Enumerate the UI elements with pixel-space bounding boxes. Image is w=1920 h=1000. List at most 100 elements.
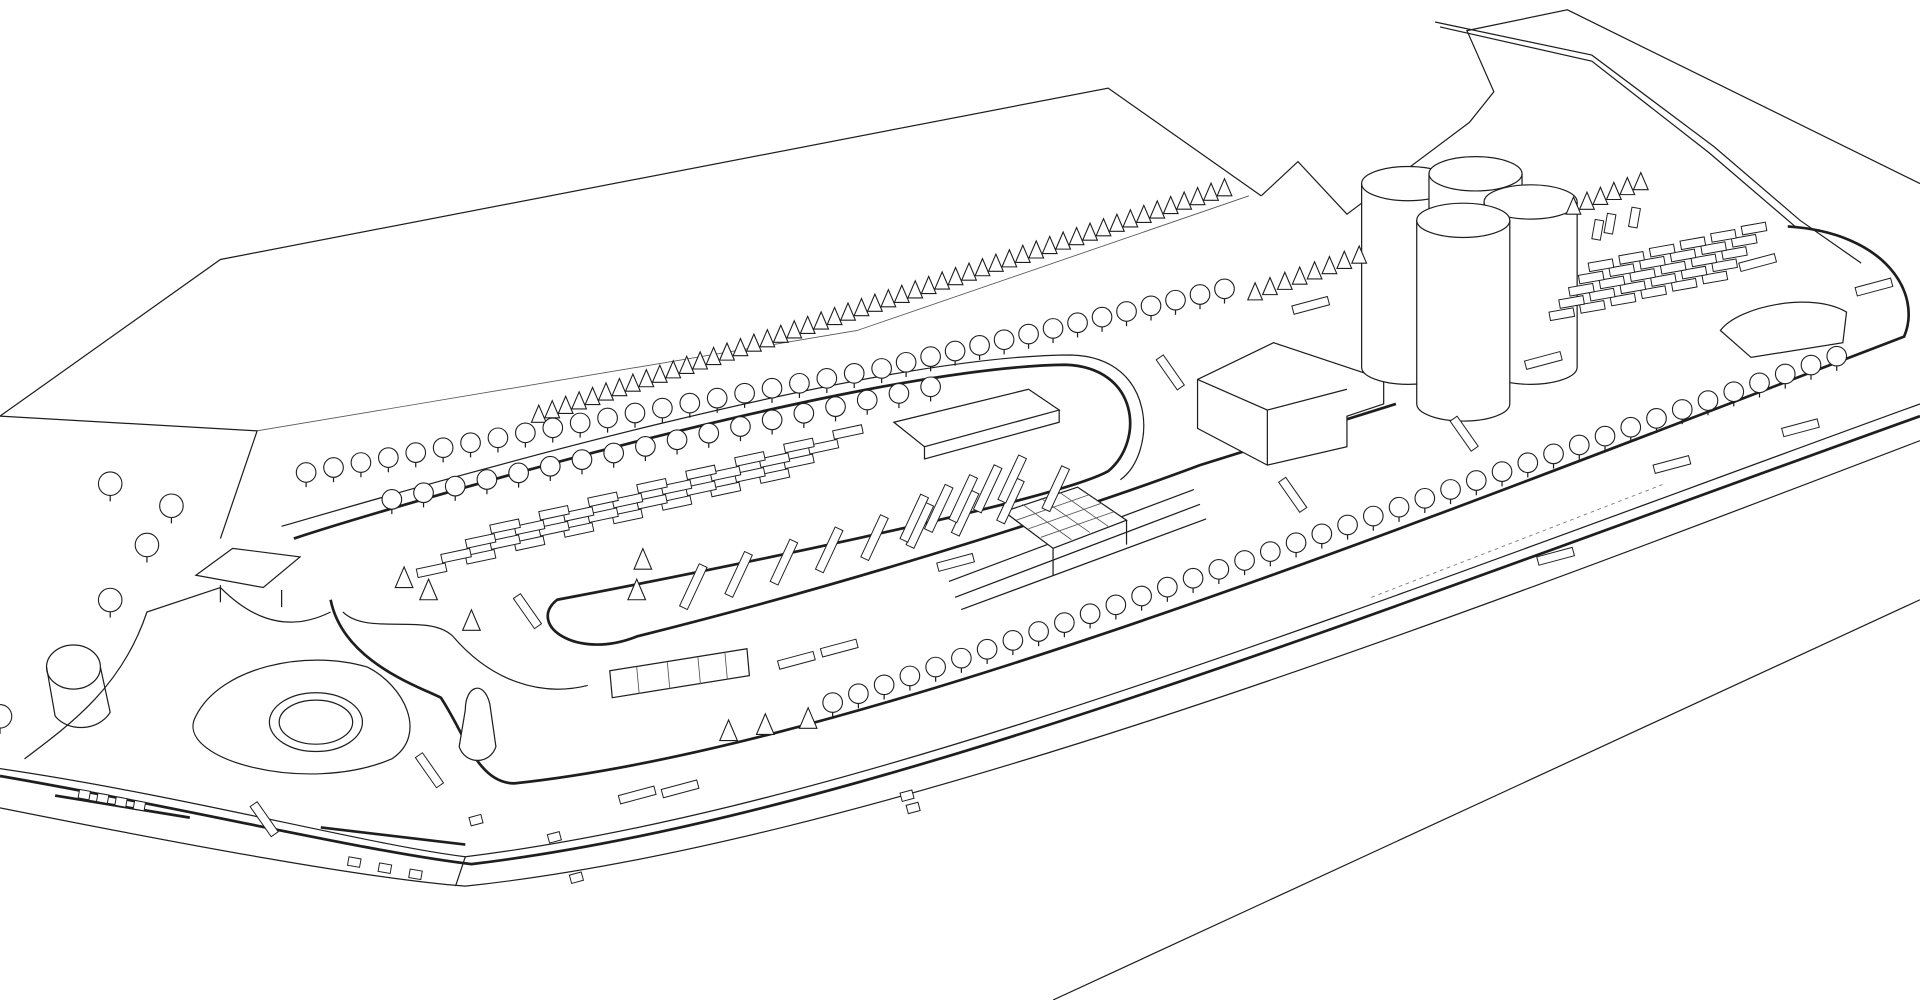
deciduous-tree — [569, 412, 591, 434]
truck — [1619, 280, 1647, 295]
deciduous-tree — [1116, 301, 1137, 322]
deciduous-tree — [1285, 532, 1307, 554]
truck — [1608, 263, 1636, 278]
truck — [1738, 253, 1778, 273]
conifer-tree — [987, 252, 1005, 272]
conifer-tree — [1261, 276, 1279, 296]
deciduous-tree — [1568, 434, 1590, 456]
conifer-tree — [880, 288, 897, 308]
truck — [1618, 250, 1645, 265]
truck — [734, 466, 766, 483]
deciduous-tree — [624, 402, 646, 424]
deciduous-tree — [873, 674, 895, 696]
truck — [1291, 295, 1331, 315]
truck — [769, 538, 799, 586]
deciduous-tree — [1646, 408, 1667, 429]
conifer-tree — [812, 310, 830, 330]
truck — [1700, 241, 1727, 256]
truck — [587, 507, 619, 524]
truck — [709, 481, 742, 498]
truck — [538, 504, 570, 521]
deciduous-tree — [1002, 630, 1024, 651]
truck — [1609, 292, 1637, 307]
conifer-tree — [1108, 212, 1126, 232]
deciduous-tree — [1311, 523, 1333, 545]
conifer-tree — [1578, 190, 1596, 210]
truck — [1670, 277, 1698, 292]
deciduous-tree — [432, 437, 454, 459]
truck — [1730, 233, 1758, 248]
deciduous-tree — [1774, 363, 1796, 385]
truck — [685, 480, 717, 497]
conifer-tree — [705, 346, 722, 366]
truck — [1603, 212, 1617, 235]
truck — [678, 563, 708, 611]
truck — [899, 789, 915, 803]
deciduous-tree — [1337, 514, 1358, 536]
conifer-tree — [853, 297, 870, 317]
conifer-tree — [745, 332, 763, 352]
truck — [489, 534, 521, 550]
conifer-tree — [1149, 199, 1166, 219]
conifer-tree — [1081, 221, 1099, 241]
deciduous-tree — [730, 416, 751, 437]
deciduous-tree — [460, 432, 481, 454]
truck — [77, 788, 92, 801]
truck — [489, 518, 521, 535]
deciduous-tree — [476, 469, 498, 490]
deciduous-tree — [1042, 318, 1064, 339]
truck — [1680, 265, 1708, 280]
conifer-tree — [651, 363, 668, 383]
truck — [132, 799, 147, 812]
deciduous-tree — [1388, 496, 1410, 518]
truck — [1598, 275, 1626, 290]
deciduous-tree — [920, 376, 941, 398]
deciduous-tree — [761, 377, 783, 399]
deciduous-tree — [1091, 306, 1113, 328]
conifer-tree — [759, 328, 776, 348]
deciduous-tree — [1182, 567, 1204, 589]
deciduous-tree — [350, 452, 372, 473]
truck — [568, 871, 585, 885]
truck — [611, 508, 644, 525]
conifer-tree — [394, 565, 414, 589]
conifer-tree — [1028, 239, 1045, 259]
deciduous-tree — [1465, 470, 1487, 491]
deciduous-tree — [848, 683, 869, 705]
conifer-tree — [638, 368, 655, 388]
deciduous-tree — [542, 417, 564, 439]
truck — [95, 792, 110, 805]
truck — [1628, 206, 1641, 229]
deciduous-tree — [1028, 621, 1049, 642]
truck — [1652, 455, 1692, 474]
conifer-tree — [1276, 270, 1294, 290]
truck — [617, 785, 657, 805]
deciduous-tree — [1079, 603, 1101, 625]
truck — [660, 479, 693, 495]
conifer-tree — [1632, 171, 1649, 191]
deciduous-tree — [871, 358, 892, 379]
deciduous-tree — [323, 457, 344, 478]
deciduous-tree — [1440, 479, 1461, 500]
deciduous-tree — [888, 383, 910, 404]
deciduous-tree — [793, 402, 815, 424]
deciduous-tree — [1826, 345, 1848, 367]
deciduous-tree — [635, 436, 656, 457]
silos — [1361, 156, 1578, 422]
deciduous-tree — [134, 532, 160, 558]
deciduous-tree — [1018, 323, 1039, 345]
truck — [1568, 282, 1595, 297]
truck — [249, 801, 279, 838]
conifer-tree — [1162, 195, 1179, 215]
conifer-tree — [1605, 180, 1623, 201]
truck — [1639, 255, 1666, 270]
trees — [0, 171, 1848, 742]
deciduous-tree — [920, 346, 941, 367]
deciduous-tree — [1067, 312, 1088, 334]
conifer-tree — [947, 266, 964, 286]
deciduous-tree — [597, 407, 618, 429]
truck — [1659, 260, 1687, 275]
conifer-tree — [1351, 244, 1368, 264]
deciduous-tree — [1362, 505, 1384, 527]
truck — [899, 493, 930, 543]
